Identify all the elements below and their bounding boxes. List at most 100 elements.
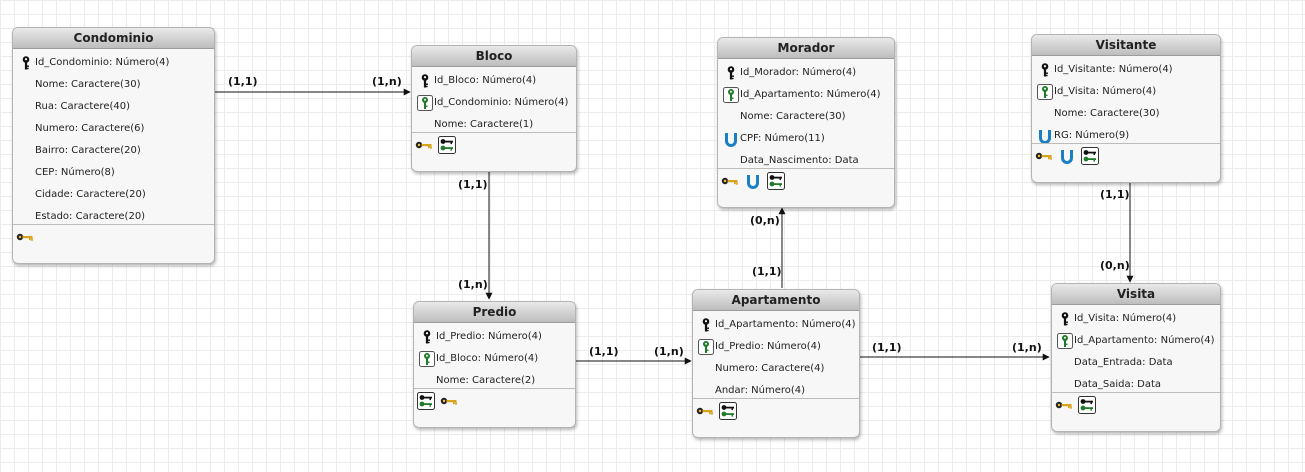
- primary-key-icon: [1037, 62, 1053, 78]
- primary-key-icon[interactable]: [1054, 395, 1074, 415]
- attribute-row[interactable]: Andar: Número(4): [693, 380, 859, 402]
- attribute-row[interactable]: Id_Visita: Número(4): [1032, 81, 1220, 103]
- attribute-row[interactable]: Nome: Caractere(1): [412, 114, 576, 136]
- attribute-row[interactable]: Nome: Caractere(2): [414, 370, 575, 392]
- attribute-row[interactable]: Cidade: Caractere(20): [13, 184, 214, 206]
- primary-key-icon[interactable]: [720, 171, 740, 191]
- primary-key-icon: [419, 329, 435, 345]
- attribute-row[interactable]: Nome: Caractere(30): [13, 74, 214, 96]
- attribute-label: Data_Saida: Data: [1074, 379, 1162, 390]
- cardinality-label: (1,1): [589, 345, 619, 358]
- cardinality-label: (1,1): [752, 265, 782, 278]
- attribute-row[interactable]: Nome: Caractere(30): [718, 106, 894, 128]
- attribute-list: Id_Visitante: Número(4) Id_Visita: Número…: [1032, 56, 1220, 147]
- attribute-label: Data_Nascimento: Data: [740, 155, 859, 166]
- primary-key-icon: [1057, 311, 1073, 327]
- foreign-key-icon[interactable]: [1080, 146, 1100, 166]
- foreign-key-icon[interactable]: [416, 391, 436, 411]
- attribute-label: Nome: Caractere(30): [1054, 108, 1160, 119]
- attribute-list: Id_Apartamento: Número(4) Id_Predio: Núme…: [693, 311, 859, 402]
- attribute-row[interactable]: Id_Predio: Número(4): [414, 326, 575, 348]
- attribute-row[interactable]: Bairro: Caractere(20): [13, 140, 214, 162]
- primary-key-icon: [417, 73, 433, 89]
- attribute-label: Id_Predio: Número(4): [715, 341, 821, 352]
- unique-key-icon[interactable]: [743, 171, 763, 191]
- attribute-label: Nome: Caractere(1): [434, 119, 534, 130]
- foreign-key-icon: [1057, 333, 1073, 349]
- attribute-row[interactable]: Data_Nascimento: Data: [718, 150, 894, 172]
- primary-key-icon[interactable]: [439, 391, 459, 411]
- attribute-row[interactable]: Data_Entrada: Data: [1052, 352, 1220, 374]
- attribute-row[interactable]: Id_Condominio: Número(4): [13, 52, 214, 74]
- attribute-row[interactable]: Id_Predio: Número(4): [693, 336, 859, 358]
- cardinality-label: (1,n): [1012, 341, 1042, 354]
- unique-key-icon: [1037, 128, 1053, 144]
- attribute-row[interactable]: Nome: Caractere(30): [1032, 103, 1220, 125]
- attribute-row[interactable]: Id_Bloco: Número(4): [414, 348, 575, 370]
- foreign-key-icon: [419, 351, 435, 367]
- entity-title: Visita: [1052, 284, 1220, 305]
- cardinality-label: (1,n): [458, 278, 488, 291]
- entity-constraints-bar: [414, 388, 575, 413]
- attribute-row[interactable]: Id_Apartamento: Número(4): [718, 84, 894, 106]
- foreign-key-icon[interactable]: [766, 171, 786, 191]
- entity-title: Apartamento: [693, 290, 859, 311]
- primary-key-icon[interactable]: [15, 227, 35, 247]
- attribute-label: Data_Entrada: Data: [1074, 357, 1173, 368]
- attribute-row[interactable]: Id_Visita: Número(4): [1052, 308, 1220, 330]
- attribute-list: Id_Morador: Número(4)Id_Apartamento: Núm…: [718, 59, 894, 172]
- primary-key-icon[interactable]: [695, 401, 715, 421]
- attribute-row[interactable]: Id_Bloco: Número(4): [412, 70, 576, 92]
- attribute-row[interactable]: CEP: Número(8): [13, 162, 214, 184]
- attribute-label: Nome: Caractere(2): [436, 375, 536, 386]
- cardinality-label: (1,n): [372, 75, 402, 88]
- attribute-list: Id_Condominio: Número(4) Nome: Caractere(…: [13, 49, 214, 228]
- unique-key-icon: [723, 131, 739, 147]
- attribute-row[interactable]: CPF: Número(11): [718, 128, 894, 150]
- attribute-label: RG: Número(9): [1054, 130, 1130, 141]
- attribute-row[interactable]: Rua: Caractere(40): [13, 96, 214, 118]
- attribute-row[interactable]: Id_Morador: Número(4): [718, 62, 894, 84]
- entity-title: Bloco: [412, 46, 576, 67]
- attribute-row[interactable]: RG: Número(9): [1032, 125, 1220, 147]
- attribute-label: CPF: Número(11): [740, 133, 825, 144]
- foreign-key-icon: [1037, 84, 1053, 100]
- foreign-key-icon[interactable]: [1077, 395, 1097, 415]
- primary-key-icon: [723, 65, 739, 81]
- attribute-label: Id_Visita: Número(4): [1074, 313, 1177, 324]
- attribute-label: Id_Bloco: Número(4): [434, 75, 537, 86]
- attribute-row[interactable]: Data_Saida: Data: [1052, 374, 1220, 396]
- attribute-row[interactable]: Id_Condominio: Número(4): [412, 92, 576, 114]
- primary-key-icon[interactable]: [1034, 146, 1054, 166]
- attribute-list: Id_Visita: Número(4) Id_Apartamento: Núme…: [1052, 305, 1220, 396]
- attribute-label: Id_Condominio: Número(4): [434, 97, 569, 108]
- attribute-row[interactable]: Id_Apartamento: Número(4): [1052, 330, 1220, 352]
- attribute-label: Rua: Caractere(40): [35, 101, 131, 112]
- attribute-row[interactable]: Estado: Caractere(20): [13, 206, 214, 228]
- primary-key-icon[interactable]: [414, 135, 434, 155]
- attribute-row[interactable]: Numero: Caractere(4): [693, 358, 859, 380]
- entity-title: Predio: [414, 302, 575, 323]
- attribute-row[interactable]: Id_Visitante: Número(4): [1032, 59, 1220, 81]
- foreign-key-icon[interactable]: [437, 135, 457, 155]
- foreign-key-icon[interactable]: [718, 401, 738, 421]
- entity-title: Visitante: [1032, 35, 1220, 56]
- attribute-label: Nome: Caractere(30): [35, 79, 141, 90]
- attribute-row[interactable]: Numero: Caractere(6): [13, 118, 214, 140]
- cardinality-label: (1,1): [228, 75, 258, 88]
- attribute-label: CEP: Número(8): [35, 167, 115, 178]
- unique-key-icon[interactable]: [1057, 146, 1077, 166]
- cardinality-label: (1,1): [458, 178, 488, 191]
- attribute-label: Id_Visitante: Número(4): [1054, 64, 1173, 75]
- attribute-row[interactable]: Id_Apartamento: Número(4): [693, 314, 859, 336]
- attribute-label: Cidade: Caractere(20): [35, 189, 146, 200]
- primary-key-icon: [698, 317, 714, 333]
